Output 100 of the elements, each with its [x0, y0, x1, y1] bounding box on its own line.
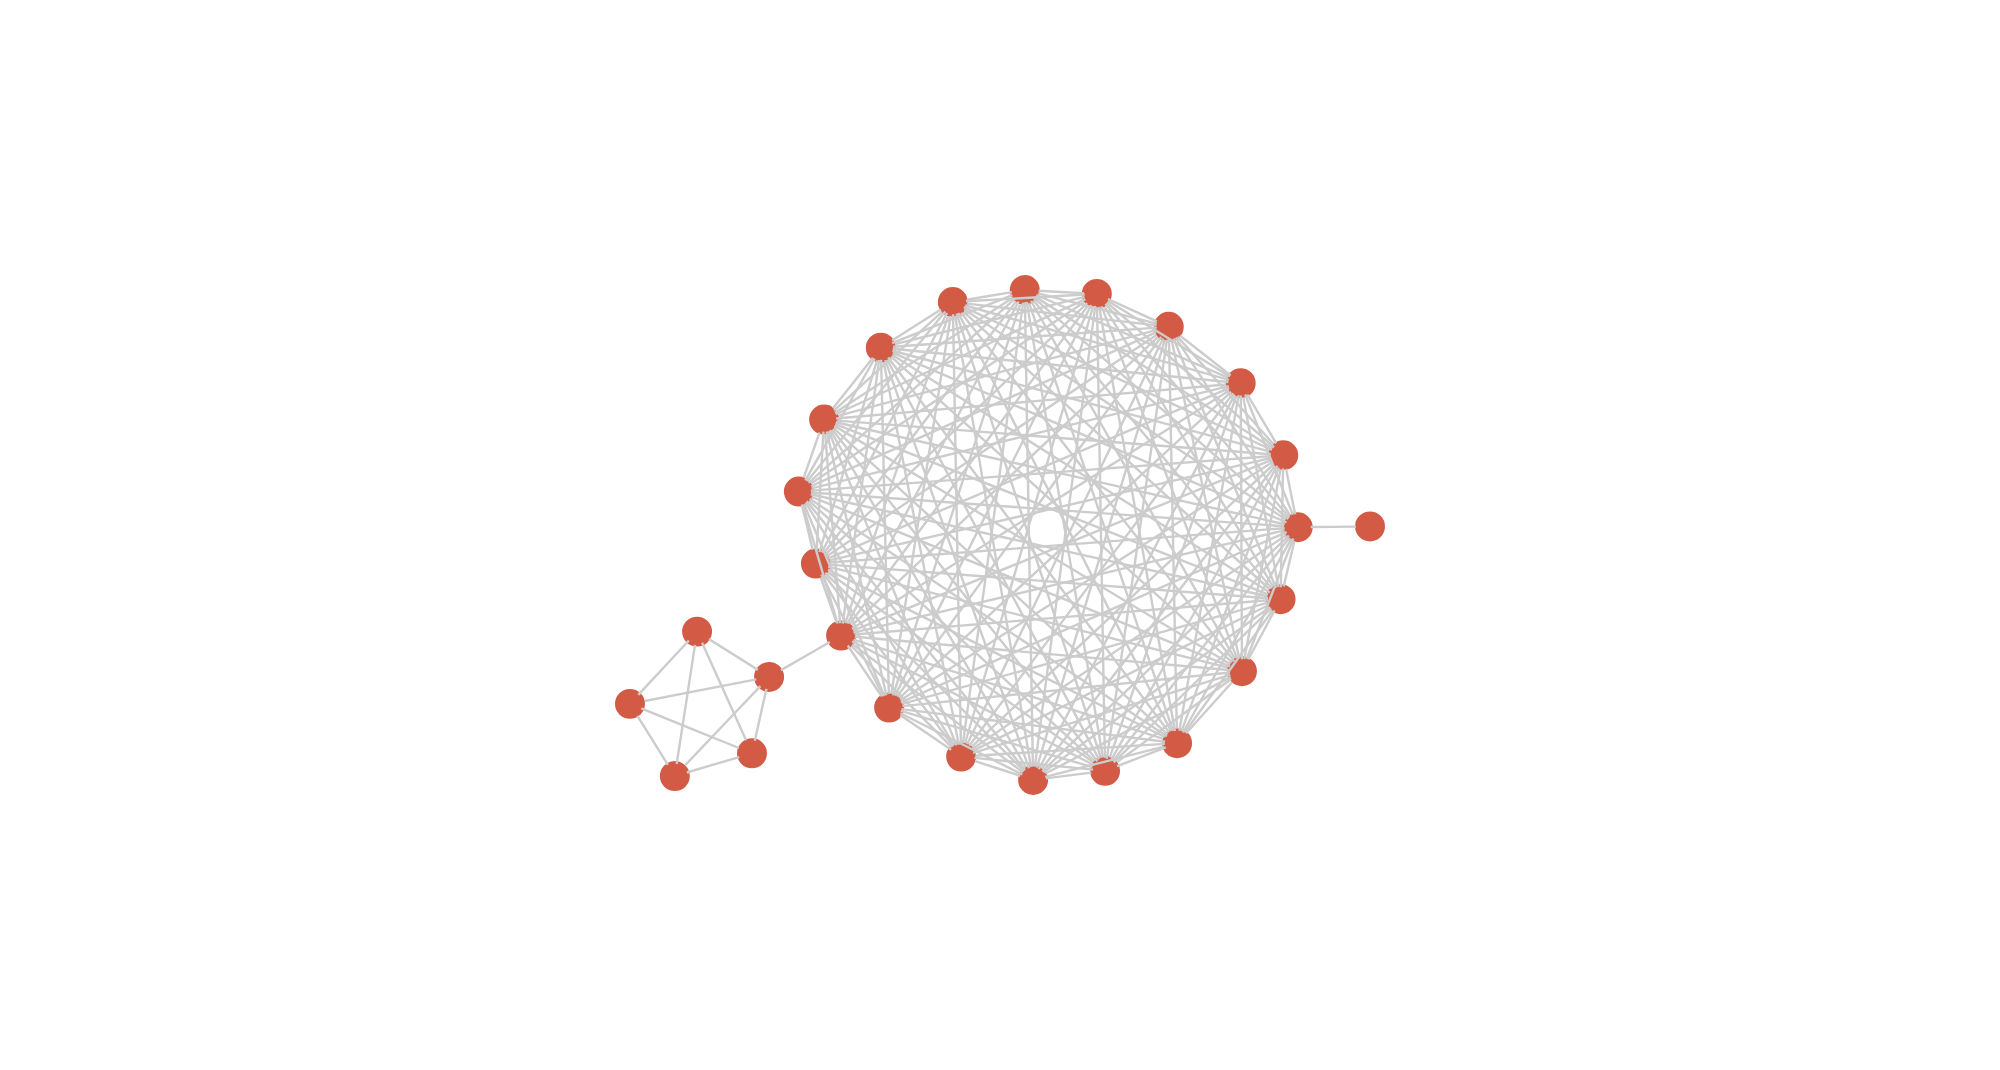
connector: [971, 464, 1273, 748]
connector: [818, 360, 879, 553]
connector: [1028, 302, 1175, 732]
connector: [1310, 525, 1357, 529]
connector: [825, 334, 1158, 558]
connector: [890, 356, 1233, 664]
connector: [1183, 609, 1274, 733]
connector: [819, 577, 838, 624]
connector: [1105, 339, 1169, 759]
connector: [846, 644, 883, 697]
connector: [902, 671, 1231, 708]
connector: [957, 312, 1172, 732]
connector: [1176, 336, 1275, 445]
connector: [892, 347, 1229, 384]
connector: [811, 491, 1285, 528]
connector: [1044, 745, 1165, 779]
connector: [899, 714, 952, 751]
node-circle: [826, 620, 857, 651]
connector: [833, 428, 1169, 736]
connector: [825, 431, 888, 696]
connector: [806, 310, 947, 483]
connector: [892, 351, 1287, 524]
connector: [964, 304, 1230, 381]
connector: [831, 429, 1099, 762]
connector: [971, 534, 1287, 750]
connector: [675, 644, 697, 765]
connector: [827, 565, 1228, 669]
node-circle: [754, 661, 785, 692]
connector: [1040, 465, 1276, 770]
connector: [1112, 607, 1272, 764]
connector: [854, 599, 1268, 636]
connector: [1179, 334, 1232, 377]
connector: [833, 311, 943, 412]
connector: [891, 308, 942, 342]
connector: [780, 640, 831, 672]
connector: [815, 431, 825, 551]
connector: [1243, 469, 1282, 660]
connector: [975, 742, 1165, 757]
connector: [966, 302, 1157, 327]
connector: [851, 336, 1159, 626]
connector: [901, 707, 1166, 743]
connector: [827, 386, 1230, 560]
connector: [974, 604, 1268, 751]
connector: [1178, 395, 1240, 731]
connector: [807, 297, 1017, 484]
connector: [824, 302, 1088, 556]
connector: [1035, 293, 1229, 379]
connector: [898, 391, 1232, 700]
connector: [829, 527, 1285, 564]
connector: [834, 422, 1269, 596]
connector: [829, 429, 1027, 768]
connector: [1106, 301, 1275, 449]
connector: [894, 304, 1093, 697]
connector: [827, 430, 958, 746]
connector: [1180, 467, 1280, 732]
connector: [1033, 297, 1290, 520]
node-circle: [737, 738, 767, 769]
connector: [1042, 606, 1271, 774]
node-circle: [1225, 368, 1256, 399]
node-circle: [682, 616, 713, 647]
connector: [810, 455, 1271, 492]
connector: [1116, 746, 1167, 768]
connector: [1035, 339, 1166, 768]
node-circle: [865, 332, 896, 363]
connector: [848, 304, 1090, 625]
connector: [891, 293, 1013, 345]
node-circle: [1268, 440, 1299, 471]
connector: [1030, 300, 1236, 659]
connector: [804, 357, 876, 481]
connector: [879, 359, 890, 694]
node-circle: [800, 548, 831, 579]
connector: [1100, 306, 1239, 659]
connector: [1037, 292, 1158, 325]
connector: [1174, 336, 1292, 516]
connector: [835, 421, 1285, 526]
connector: [829, 563, 1269, 600]
connector: [901, 601, 1268, 706]
node-circle: [809, 404, 840, 435]
connector: [851, 643, 1024, 774]
connector: [804, 501, 956, 746]
node-circle: [1081, 278, 1112, 309]
connector: [891, 353, 1271, 594]
connector: [968, 392, 1235, 747]
connector: [832, 356, 874, 410]
connector: [827, 568, 1166, 739]
connector: [1037, 394, 1236, 770]
connector: [852, 459, 1271, 632]
connector: [899, 712, 1023, 776]
connector: [1116, 678, 1232, 764]
connector: [1035, 296, 1274, 450]
connector: [886, 359, 1101, 760]
connector: [829, 457, 1271, 562]
connector: [803, 503, 886, 697]
connector: [823, 300, 1018, 553]
connector: [644, 678, 757, 703]
connector: [1239, 395, 1244, 660]
node-circle: [659, 761, 690, 792]
connector: [846, 300, 1020, 625]
node-circle: [1009, 275, 1040, 306]
connector: [837, 419, 1271, 456]
